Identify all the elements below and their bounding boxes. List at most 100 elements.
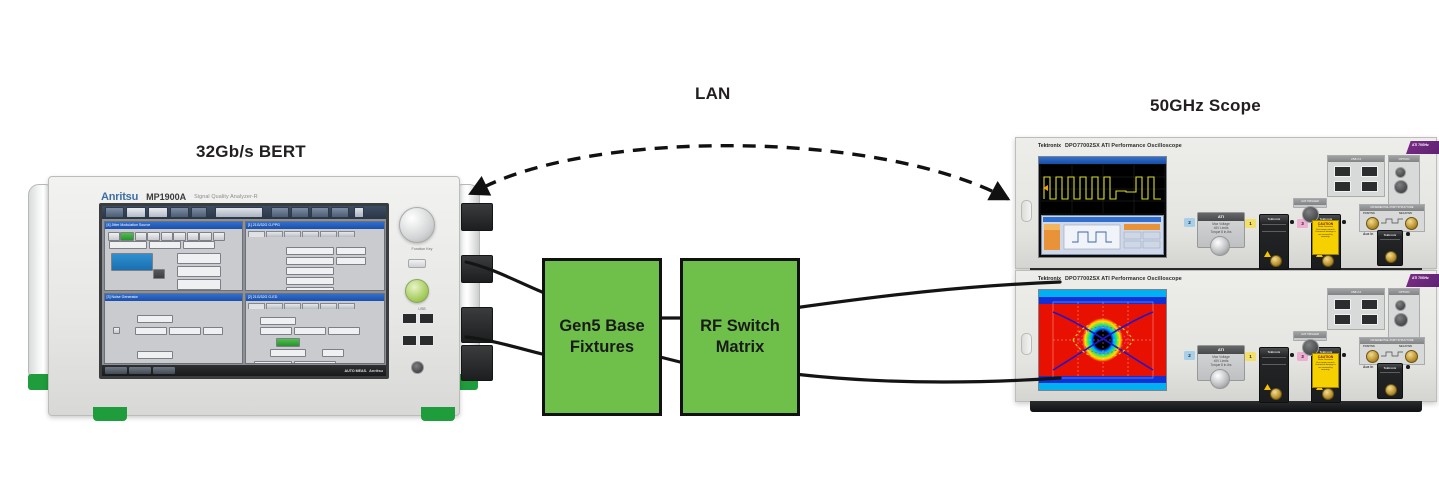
instrument-scope-bottom[interactable]: Tektronix DPO77002SX ATI Performance Osc… [1015,270,1439,412]
ati-connector[interactable] [1210,236,1230,256]
ed-tab-row[interactable] [247,302,355,309]
field-dm-amplitude[interactable] [135,363,167,364]
toolbar-help-icon[interactable] [354,207,364,218]
positive-port[interactable] [1366,217,1379,230]
chip-rj[interactable] [160,231,173,241]
negative-port[interactable] [1405,217,1418,230]
chip-sj2[interactable] [134,231,147,241]
block-rf-switch-matrix[interactable]: RF Switch Matrix [680,258,800,416]
toolbar-button-output[interactable] [126,207,146,218]
module-connector[interactable] [1270,255,1282,267]
module-connector[interactable] [1270,388,1282,400]
checkbox-data-cm[interactable] [112,326,120,334]
aux-in-module[interactable]: Tektronix [1377,230,1403,266]
channel-badge-2[interactable]: 2 [1184,218,1195,227]
toolbar-button-recall[interactable] [291,207,309,218]
status-chip-2[interactable] [129,367,151,374]
channel-1-module[interactable]: Tektronix [1259,214,1289,270]
scope-top-display[interactable] [1038,156,1167,258]
aux-trigger-connector[interactable] [1302,339,1319,356]
rotary-knob[interactable] [399,207,435,243]
power-button[interactable] [405,279,429,303]
field-dm-preset[interactable] [136,350,173,359]
field-dm-frequency[interactable] [169,363,201,364]
field-independent[interactable] [293,360,336,363]
usb-port-1[interactable] [1334,166,1351,177]
toolbar-button-error[interactable] [191,207,207,218]
field-unit[interactable] [293,326,326,335]
module-connector[interactable] [1322,255,1334,267]
function-key-button[interactable] [408,259,426,268]
channel-badge-3[interactable]: 3 [1297,352,1308,361]
aux-trigger-connector[interactable] [1302,206,1319,223]
module-slot-4[interactable] [461,345,493,381]
usb-port-3[interactable] [1334,181,1351,192]
channel-badge-1[interactable]: 1 [1245,352,1256,361]
usb-port-1[interactable] [402,313,417,324]
usb-port-3[interactable] [1334,314,1351,325]
usb-port-4[interactable] [1361,314,1378,325]
field-output[interactable] [285,256,334,265]
field-bitrate[interactable] [285,246,334,255]
ati-connector[interactable] [1210,369,1230,389]
module-slot-1[interactable] [461,203,493,231]
field-cm-band[interactable] [202,326,223,335]
usb-port-2[interactable] [1361,166,1378,177]
module-slot-2[interactable] [461,255,493,283]
usb-port-1[interactable] [1334,299,1351,310]
field-cm-frequency[interactable] [168,326,201,335]
channel-badge-3[interactable]: 3 [1297,219,1308,228]
status-chip-3[interactable] [153,367,175,374]
chip-sj1[interactable] [107,231,120,241]
module-connector[interactable] [1322,388,1334,400]
chip-rj-state[interactable] [172,231,186,241]
toolbar-button-menu[interactable] [105,207,124,218]
scope-bottom-display[interactable] [1038,289,1167,391]
toolbar-button-clock[interactable] [148,207,168,218]
usb-port-2[interactable] [419,313,434,324]
toolbar-button-save[interactable] [271,207,289,218]
negative-port[interactable] [1405,350,1418,363]
option-connector-1[interactable] [1395,167,1406,178]
chip-sj2-state[interactable] [146,231,160,241]
usb-port-4[interactable] [1361,181,1378,192]
module-connector[interactable] [1385,251,1397,263]
bert-toolbar[interactable] [102,206,386,219]
field-error-byte[interactable] [253,360,292,363]
block-clock-source[interactable] [110,252,153,271]
aux-in-module[interactable]: Tektronix [1377,363,1403,399]
usb-port-4[interactable] [419,335,434,346]
instrument-scope-top[interactable]: Tektronix DPO77002SX ATI Performance Osc… [1015,137,1439,279]
channel-badge-1[interactable]: 1 [1245,219,1256,228]
toolbar-button-print[interactable] [331,207,349,218]
channel-badge-2[interactable]: 2 [1184,351,1195,360]
ppg-tab-row[interactable] [247,230,355,237]
module-connector[interactable] [1385,384,1397,396]
field-calculation[interactable] [269,348,306,357]
field-interval[interactable] [321,348,344,357]
chip-buj[interactable] [186,231,199,241]
field-level-guard[interactable] [285,266,334,275]
bert-panel-jitter-modulation-source[interactable]: [4] Jitter Modulation Source [103,220,244,292]
bert-panel-error-detector[interactable]: [2] 21G/32G G-ED [244,292,385,364]
instrument-bert[interactable]: Anritsu MP1900A Signal Quality Analyzer-… [28,168,493,448]
option-connector-2[interactable] [1394,313,1408,327]
bert-panel-noise-generator[interactable]: [3] Noise Generator [103,292,244,364]
module-slot-3[interactable] [461,307,493,343]
field-cm-amplitude[interactable] [134,326,167,335]
toolbar-application-selector[interactable] [215,207,263,218]
block-clock-source-2[interactable] [111,291,147,292]
chip-ssc[interactable] [212,231,225,241]
usb-port-3[interactable] [402,335,417,346]
bnc-jack[interactable] [411,361,424,374]
chip-sj1-on[interactable] [119,231,134,241]
bert-panel-ppg[interactable]: [1] 21G/32G G-PPG [244,220,385,292]
field-defined-interface[interactable] [285,276,334,285]
field-amplitude[interactable] [285,286,334,291]
status-chip-1[interactable] [105,367,127,374]
field-gating[interactable] [259,316,296,325]
field-cm-preset[interactable] [136,314,173,323]
scope-measurement-pane[interactable] [1041,215,1164,255]
option-connector-1[interactable] [1395,300,1406,311]
toolbar-button-pattern[interactable] [170,207,189,218]
